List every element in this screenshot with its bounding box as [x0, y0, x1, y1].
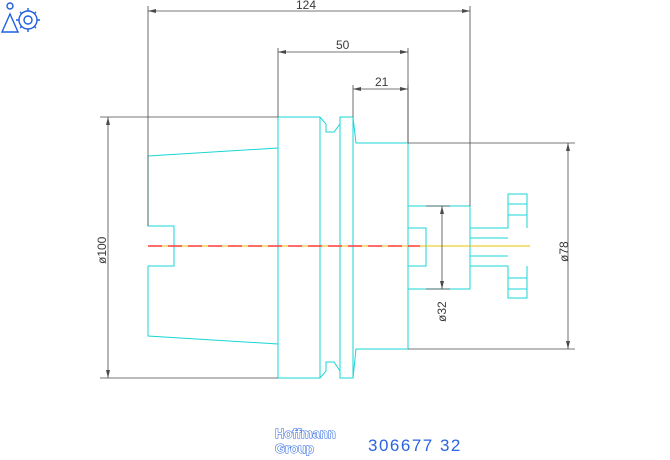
taper-lower: [147, 246, 528, 379]
bore-upper: [147, 156, 175, 246]
dim-diameter-body: ø78: [557, 241, 571, 262]
part-number: 306677 32: [368, 436, 462, 455]
dim-diameter-shank: ø32: [435, 301, 449, 322]
dim-diameter-flange: ø100: [95, 236, 109, 264]
brand-line-1: Hoffmann: [275, 426, 337, 442]
part-outline: [147, 116, 528, 379]
dimension-lines: [100, 6, 575, 379]
dim-flange-length: 50: [336, 38, 350, 52]
dimension-arrows: [106, 9, 570, 378]
dim-shank-length: 21: [375, 75, 389, 89]
inner-pin: [408, 227, 427, 267]
dim-overall-length: 124: [296, 0, 316, 12]
brand-line-2: Group: [275, 441, 315, 457]
brand-wordmark: Hoffmann Group: [275, 426, 337, 457]
hoffmann-group-logo-icon: [0, 2, 40, 33]
